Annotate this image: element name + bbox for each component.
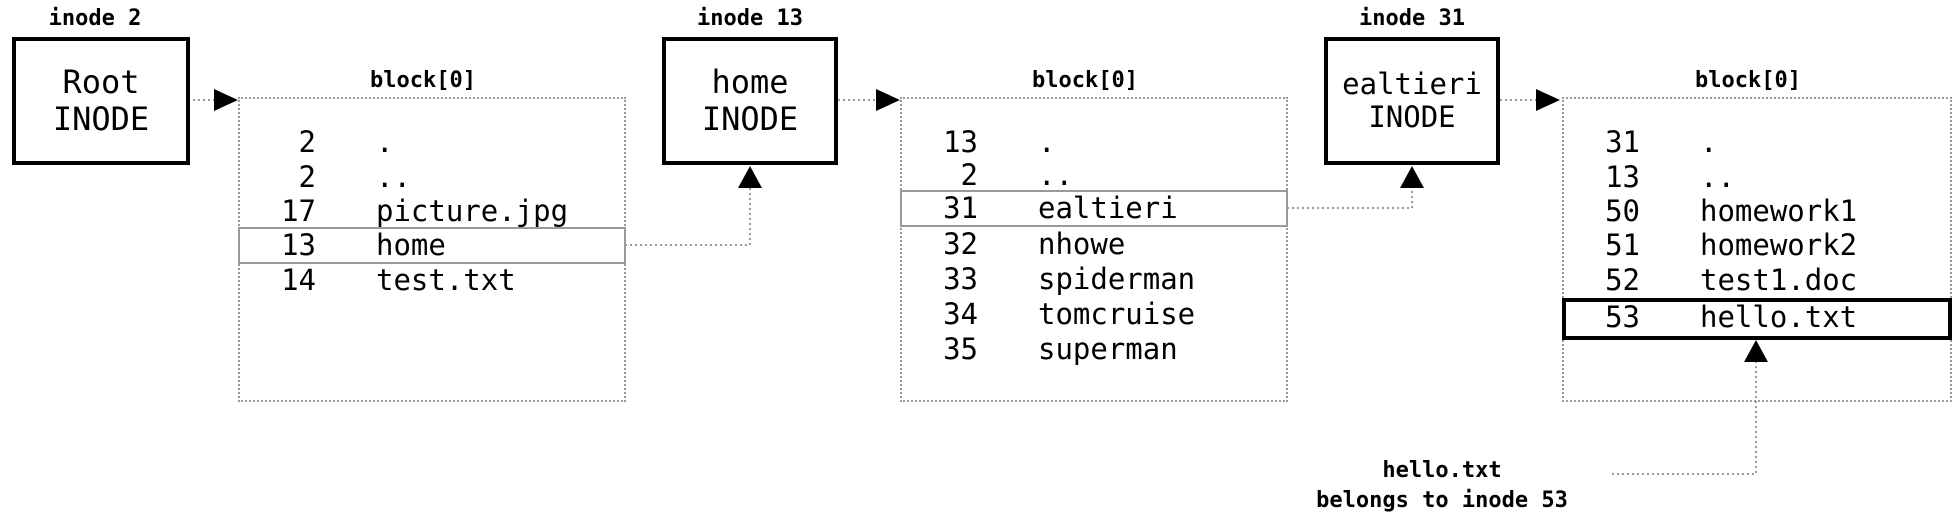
root-entry-home: 13 home [238, 228, 626, 263]
arrowhead-to-hello-entry [1744, 340, 1768, 362]
root-inode-line1: Root [62, 63, 140, 102]
inode-31-label: inode 31 [1359, 6, 1465, 31]
arrowhead-root-to-block0 [214, 89, 238, 111]
entry-number: 31 [943, 191, 978, 225]
entry-name: .. [376, 160, 411, 194]
entry-number: 14 [281, 263, 316, 297]
root-inode-box: Root INODE [12, 37, 190, 165]
home-inode-box: home INODE [662, 37, 838, 165]
entry-number: 2 [298, 125, 316, 159]
ealtieri-block-box [1562, 97, 1952, 402]
ealtieri-entry-test1: 52 test1.doc [1562, 263, 1952, 298]
home-entry-ealtieri-highlight [900, 190, 1288, 227]
ealtieri-entry-homework1: 50 homework1 [1562, 194, 1952, 229]
arrowhead-home-to-block1 [876, 89, 900, 111]
entry-number: 13 [943, 125, 978, 159]
root-entry-dotdot: 2 .. [238, 160, 626, 195]
entry-number: 51 [1605, 228, 1640, 262]
entry-number: 13 [281, 228, 316, 262]
ealtieri-inode-box: ealtieri INODE [1324, 37, 1500, 165]
entry-name: .. [1700, 160, 1735, 194]
home-entry-dot: 13 . [900, 125, 1288, 160]
block-0-label: block[0] [370, 68, 476, 93]
link-home-entry-to-inode13 [625, 185, 751, 246]
entry-name: home [376, 228, 446, 262]
ealtieri-inode-line2: INODE [1368, 100, 1456, 134]
root-entry-picture: 17 picture.jpg [238, 194, 626, 229]
home-entry-ealtieri: 31 ealtieri [900, 191, 1288, 226]
arrowhead-to-inode13 [738, 166, 762, 188]
hello-caption-line2: belongs to inode 53 [1316, 488, 1568, 513]
root-inode-line2: INODE [52, 100, 150, 138]
entry-number: 52 [1605, 263, 1640, 297]
entry-name: tomcruise [1038, 297, 1196, 331]
link-ealtieri-entry-to-inode31 [1287, 185, 1413, 209]
home-inode-line1: home [711, 63, 789, 102]
home-entry-spiderman: 33 spiderman [900, 262, 1288, 297]
root-entry-home-highlight [238, 227, 626, 264]
root-entry-dot: 2 . [238, 125, 626, 160]
arrowhead-to-inode31 [1400, 166, 1424, 188]
root-entry-test: 14 test.txt [238, 263, 626, 298]
entry-name: nhowe [1038, 227, 1126, 261]
home-entry-tomcruise: 34 tomcruise [900, 297, 1288, 332]
entry-name: test1.doc [1700, 263, 1858, 297]
ealtieri-entry-hello: 53 hello.txt [1562, 300, 1952, 335]
ealtieri-entry-hello-highlight [1562, 298, 1952, 340]
inode-13-label: inode 13 [697, 6, 803, 31]
block-1-label: block[0] [1032, 68, 1138, 93]
entry-number: 53 [1605, 300, 1640, 334]
hello-caption-line1: hello.txt [1382, 458, 1502, 483]
block-2-label: block[0] [1695, 68, 1801, 93]
inode-2-label: inode 2 [48, 6, 142, 31]
entry-name: superman [1038, 332, 1178, 366]
entry-number: 34 [943, 297, 978, 331]
entry-name: homework2 [1700, 228, 1858, 262]
entry-name: . [376, 125, 394, 159]
entry-number: 2 [298, 160, 316, 194]
entry-name: . [1700, 125, 1718, 159]
entry-name: picture.jpg [376, 194, 569, 228]
entry-name: .. [1038, 158, 1073, 192]
ealtieri-entry-dotdot: 13 .. [1562, 160, 1952, 195]
entry-name: homework1 [1700, 194, 1858, 228]
entry-number: 32 [943, 227, 978, 261]
entry-name: spiderman [1038, 262, 1196, 296]
home-entry-superman: 35 superman [900, 332, 1288, 367]
entry-name: . [1038, 125, 1056, 159]
home-entry-dotdot: 2 .. [900, 158, 1288, 193]
arrowhead-ealtieri-to-block2 [1536, 89, 1560, 111]
entry-number: 13 [1605, 160, 1640, 194]
entry-number: 35 [943, 332, 978, 366]
ealtieri-inode-line1: ealtieri [1342, 66, 1482, 101]
hello-caption: hello.txt belongs to inode 53 [1272, 456, 1612, 516]
ealtieri-entry-homework2: 51 homework2 [1562, 228, 1952, 263]
entry-number: 2 [960, 158, 978, 192]
entry-name: test.txt [376, 263, 516, 297]
entry-number: 50 [1605, 194, 1640, 228]
entry-name: hello.txt [1700, 300, 1858, 334]
home-entry-nhowe: 32 nhowe [900, 227, 1288, 262]
entry-number: 31 [1605, 125, 1640, 159]
entry-name: ealtieri [1038, 191, 1178, 225]
entry-number: 17 [281, 194, 316, 228]
ealtieri-entry-dot: 31 . [1562, 125, 1952, 160]
entry-number: 33 [943, 262, 978, 296]
home-inode-line2: INODE [701, 100, 799, 138]
home-block-box [900, 97, 1288, 402]
